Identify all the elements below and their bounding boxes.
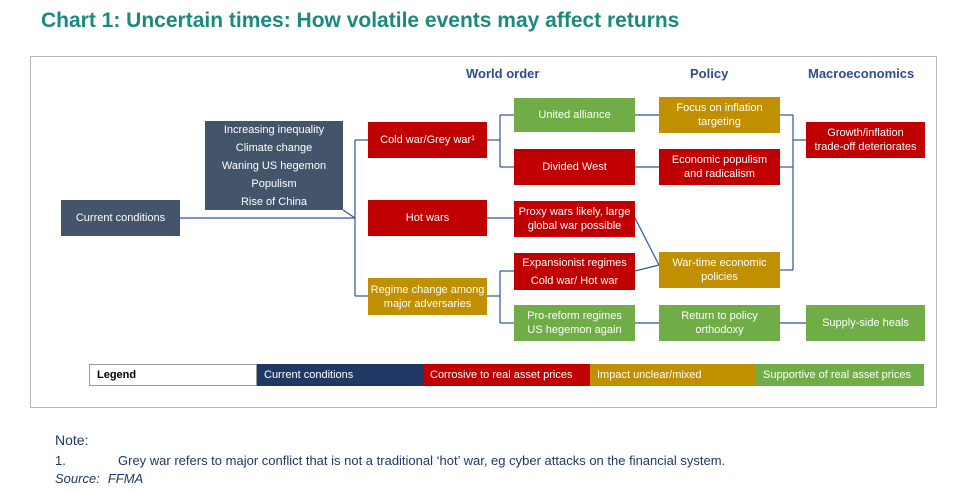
expansionist-line: Cold war/ Hot war	[530, 274, 619, 287]
footnote-text: Grey war refers to major conflict that i…	[118, 453, 726, 468]
diagram-frame	[30, 56, 937, 408]
source-label: Source:	[55, 471, 100, 486]
growth-inflation-line: Growth/inflation	[827, 127, 904, 139]
united-alliance-label: United alliance	[538, 109, 611, 121]
connector-expansionist-to-wartime	[634, 264, 660, 272]
policy-orthodoxy-box: Return to policy orthodoxy	[659, 305, 780, 341]
hot-wars-box: Hot wars	[368, 200, 487, 236]
note-heading: Note:	[55, 432, 89, 448]
driver-item: Rise of China	[240, 195, 308, 208]
column-header-macroeconomics: Macroeconomics	[808, 66, 915, 81]
expansionist-box: Expansionist regimes Cold war/ Hot war	[514, 253, 635, 290]
legend-unclear: Impact unclear/mixed	[590, 364, 756, 386]
supply-side-label: Supply-side heals	[822, 317, 909, 329]
hot-wars-label: Hot wars	[405, 212, 450, 224]
driver-item: Climate change	[235, 141, 313, 154]
source-value: FFMA	[107, 471, 144, 486]
proxy-wars-line: global war possible	[527, 220, 622, 232]
growth-inflation-line: trade-off deteriorates	[814, 141, 917, 153]
driver-item: Populism	[251, 177, 297, 190]
policy-orthodoxy-line: orthodoxy	[695, 324, 744, 336]
inflation-targeting-line: targeting	[698, 116, 741, 128]
economic-populism-line: and radicalism	[684, 168, 755, 180]
inflation-targeting-box: Focus on inflation targeting	[659, 97, 780, 133]
pro-reform-line: Pro-reform regimes	[527, 310, 622, 322]
economic-populism-line: Economic populism	[671, 154, 768, 166]
legend-title: Legend	[89, 364, 257, 386]
regime-change-line: major adversaries	[383, 297, 472, 310]
expansionist-line: Expansionist regimes	[522, 256, 627, 269]
divided-west-box: Divided West	[514, 149, 635, 185]
drivers-box: Increasing inequality Climate change Wan…	[205, 121, 343, 210]
legend-current: Current conditions	[257, 364, 423, 386]
pro-reform-line: US hegemon again	[527, 324, 622, 336]
column-header-world-order: World order	[466, 66, 540, 81]
driver-item: Increasing inequality	[223, 123, 325, 136]
driver-item: Waning US hegemon	[221, 159, 327, 172]
current-conditions-box: Current conditions	[61, 200, 180, 236]
regime-change-line: Regime change among	[370, 283, 485, 296]
chart-title: Chart 1: Uncertain times: How volatile e…	[41, 9, 680, 32]
connector-proxy-to-wartime	[634, 217, 660, 266]
growth-inflation-box: Growth/inflation trade-off deteriorates	[806, 122, 925, 158]
war-time-policies-line: War-time economic	[672, 257, 767, 269]
regime-change-box: Regime change among major adversaries	[368, 278, 487, 315]
footnote-number: 1.	[55, 453, 66, 468]
column-header-policy: Policy	[690, 66, 729, 81]
cold-war-label: Cold war/Grey war¹	[380, 134, 475, 146]
divided-west-label: Divided West	[542, 161, 607, 173]
war-time-policies-line: policies	[701, 271, 738, 283]
united-alliance-box: United alliance	[514, 98, 635, 132]
current-conditions-label: Current conditions	[75, 212, 166, 224]
connector-drivers-to-trunk	[342, 209, 356, 219]
supply-side-box: Supply-side heals	[806, 305, 925, 341]
policy-orthodoxy-line: Return to policy	[681, 310, 758, 322]
legend-supportive: Supportive of real asset prices	[756, 364, 924, 386]
legend: Legend Current conditions Corrosive to r…	[89, 364, 924, 386]
pro-reform-box: Pro-reform regimes US hegemon again	[514, 305, 635, 341]
source-line: Source: FFMA	[55, 471, 143, 486]
war-time-policies-box: War-time economic policies	[659, 252, 780, 288]
economic-populism-box: Economic populism and radicalism	[659, 149, 780, 185]
proxy-wars-box: Proxy wars likely, large global war poss…	[514, 201, 635, 237]
legend-corrosive: Corrosive to real asset prices	[423, 364, 590, 386]
cold-war-box: Cold war/Grey war¹	[368, 122, 487, 158]
proxy-wars-line: Proxy wars likely, large	[518, 206, 631, 218]
inflation-targeting-line: Focus on inflation	[676, 102, 763, 114]
